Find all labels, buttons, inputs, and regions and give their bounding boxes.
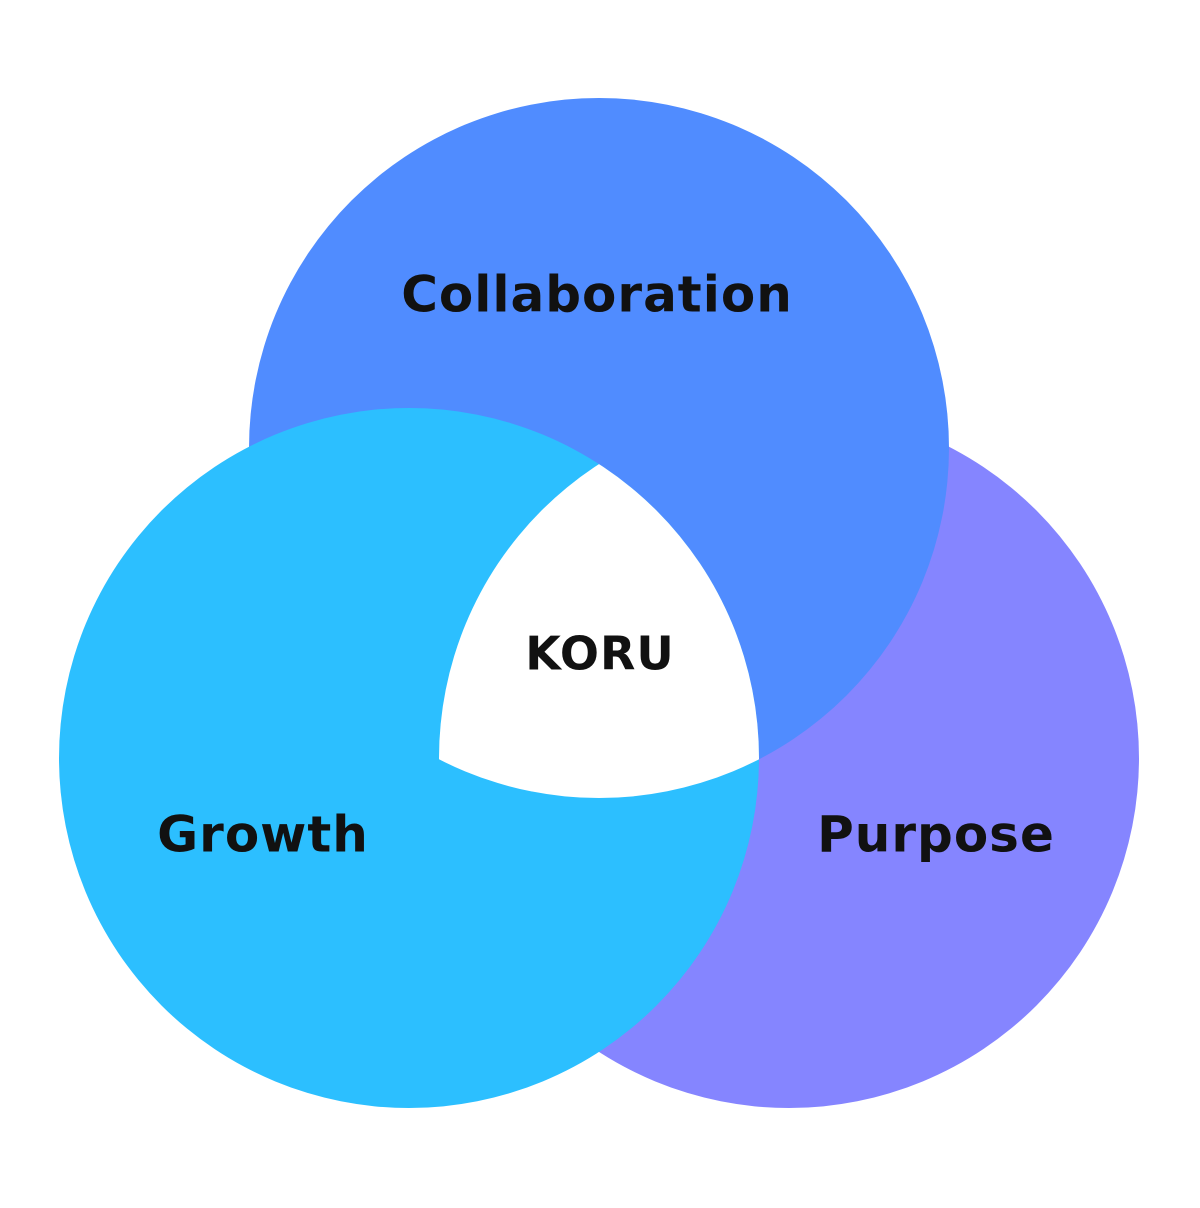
center-label: KORU [525, 627, 674, 681]
collaboration-label: Collaboration [401, 266, 793, 324]
growth-label: Growth [157, 806, 369, 864]
purpose-label: Purpose [817, 806, 1055, 864]
center-intersection [439, 408, 759, 798]
